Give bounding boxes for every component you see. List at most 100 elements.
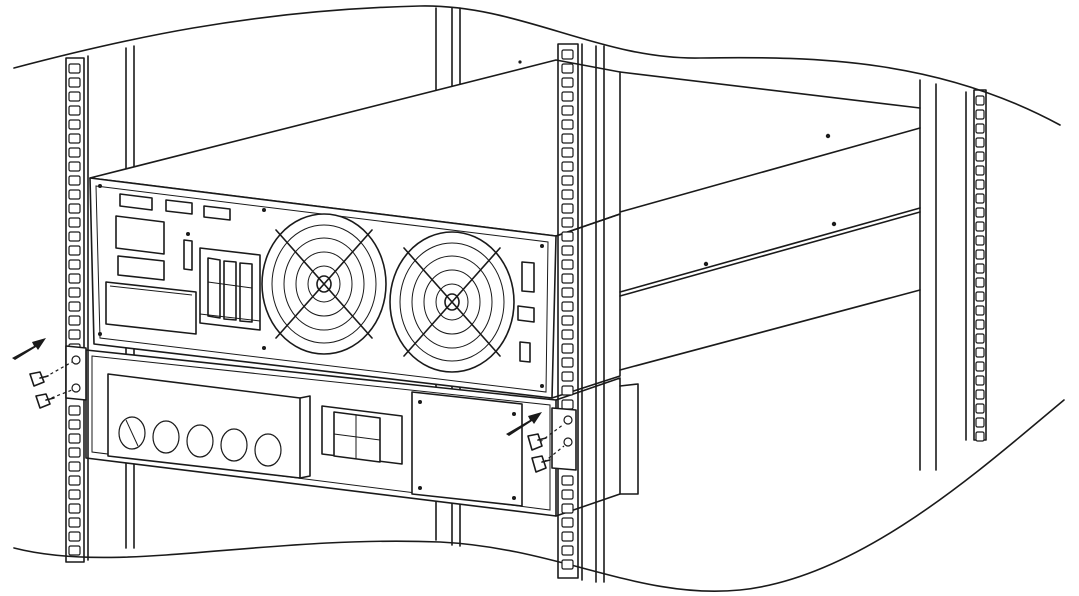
rail-hole — [975, 137, 985, 148]
ups-front-details — [98, 184, 544, 388]
rail-hole — [561, 343, 574, 354]
rail-hole — [975, 249, 985, 260]
rail-hole — [561, 63, 574, 74]
rail-hole — [975, 207, 985, 218]
rail-hole — [68, 405, 81, 416]
rail-hole — [561, 545, 574, 556]
rail-hole — [68, 259, 81, 270]
right-rear-rail — [973, 89, 987, 442]
rail-hole — [68, 105, 81, 116]
rail-hole — [68, 231, 81, 242]
rack-shelf — [619, 71, 921, 371]
rail-hole — [975, 361, 985, 372]
rail-hole — [68, 503, 81, 514]
rail-hole — [68, 475, 81, 486]
rail-hole — [68, 175, 81, 186]
rail-hole — [68, 203, 81, 214]
battery-module — [85, 349, 639, 517]
breaker-icon — [199, 247, 261, 331]
port-icon — [203, 205, 231, 221]
rail-hole — [975, 291, 985, 302]
rail-hole — [561, 517, 574, 528]
rail-hole — [975, 123, 985, 134]
rail-hole — [561, 371, 574, 382]
rail-hole — [975, 333, 985, 344]
rail-hole — [561, 105, 574, 116]
rail-hole — [68, 189, 81, 200]
rail-hole — [561, 273, 574, 284]
rail-hole — [975, 109, 985, 120]
rail-hole — [561, 489, 574, 500]
rail-hole — [975, 165, 985, 176]
rail-hole — [68, 517, 81, 528]
rail-hole — [561, 77, 574, 88]
rail-hole — [975, 417, 985, 428]
rail-hole — [975, 431, 985, 442]
arrow-icon — [506, 412, 542, 436]
rail-hole — [561, 203, 574, 214]
rail-hole — [561, 399, 574, 410]
rail-hole — [561, 475, 574, 486]
screw-icon — [527, 423, 565, 451]
rail-hole — [68, 133, 81, 144]
screw-icon — [531, 445, 565, 473]
port-icon — [165, 199, 193, 215]
rail-hole — [975, 95, 985, 106]
rail-hole — [975, 347, 985, 358]
mounting-ears — [65, 345, 577, 471]
rail-hole — [561, 559, 574, 570]
rail-hole — [68, 329, 81, 340]
rail-hole — [561, 147, 574, 158]
rail-hole — [975, 263, 985, 274]
rail-hole — [68, 161, 81, 172]
rail-hole — [561, 189, 574, 200]
rail-hole — [561, 503, 574, 514]
fan-icon — [261, 213, 387, 355]
rail-hole — [68, 301, 81, 312]
rail-hole — [68, 489, 81, 500]
rail-hole — [975, 403, 985, 414]
screw-icon — [35, 389, 73, 409]
breaker-icon — [321, 405, 403, 465]
rail-hole — [561, 315, 574, 326]
terminal-cover — [105, 281, 197, 335]
rail-hole — [975, 235, 985, 246]
rail-hole — [975, 193, 985, 204]
slot-cover-2 — [117, 255, 165, 281]
rail-hole — [561, 245, 574, 256]
arrow-icon — [12, 338, 46, 360]
fan-icon — [389, 231, 515, 373]
rail-hole — [975, 375, 985, 386]
label-plate — [119, 193, 153, 211]
rail-hole — [561, 133, 574, 144]
rail-hole — [561, 531, 574, 542]
rail-hole — [561, 287, 574, 298]
rail-hole — [561, 301, 574, 312]
rail-hole — [68, 63, 81, 74]
switch — [183, 239, 193, 271]
slot-cover-1 — [115, 215, 165, 255]
cutaway-edges — [13, 5, 1065, 592]
rail-hole — [561, 231, 574, 242]
rail-hole — [68, 287, 81, 298]
blank-panel — [411, 391, 523, 507]
rail-hole — [68, 273, 81, 284]
rail-hole — [561, 49, 574, 60]
rail-hole — [561, 217, 574, 228]
button — [517, 305, 535, 323]
rail-hole — [561, 259, 574, 270]
rail-hole — [68, 433, 81, 444]
rail-hole — [561, 329, 574, 340]
rail-hole — [561, 357, 574, 368]
rail-hole — [68, 419, 81, 430]
rail-hole — [68, 119, 81, 130]
rail-hole — [561, 385, 574, 396]
rail-hole — [68, 147, 81, 158]
rail-hole — [68, 217, 81, 228]
port-icon — [519, 341, 531, 363]
left-front-rail — [65, 55, 89, 563]
rail-hole — [975, 319, 985, 330]
rail-hole — [68, 245, 81, 256]
